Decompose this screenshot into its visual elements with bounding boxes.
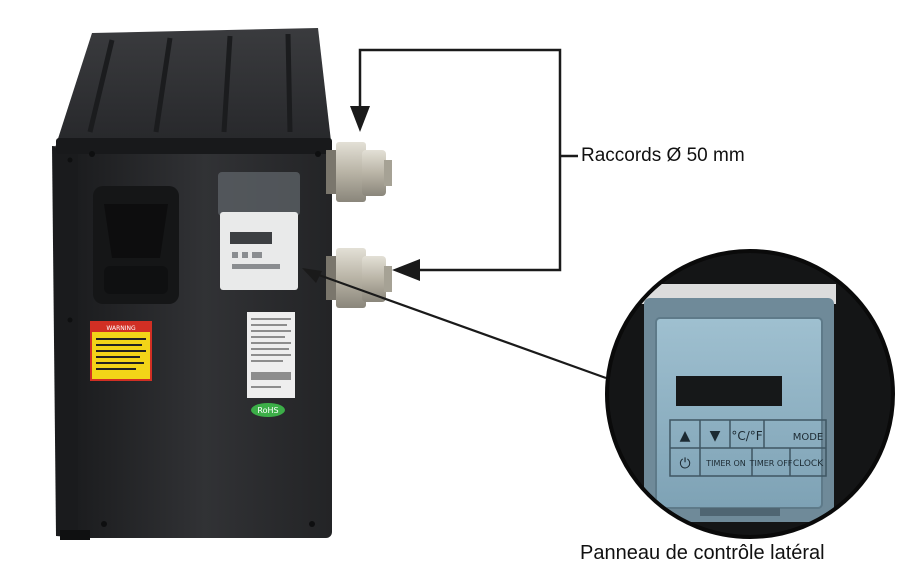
unit-foot-left bbox=[60, 530, 90, 540]
panel-display bbox=[676, 376, 782, 406]
key-power[interactable]: ⏻ bbox=[679, 456, 690, 472]
panel-hinge bbox=[700, 508, 780, 516]
warning-sticker: WARNING bbox=[90, 321, 152, 381]
key-mode[interactable]: MODE bbox=[793, 432, 824, 443]
connector-bracket bbox=[358, 48, 578, 272]
unit-top-lid bbox=[55, 28, 332, 150]
warning-title: WARNING bbox=[106, 325, 136, 332]
heat-pump-unit: WARNING bbox=[52, 28, 332, 540]
unit-left-side bbox=[52, 146, 82, 538]
zoom-circle-border bbox=[605, 249, 895, 539]
key-timer-off[interactable]: TIMER OFF bbox=[749, 459, 793, 468]
key-timer-on[interactable]: TIMER ON bbox=[705, 459, 746, 468]
handle-base bbox=[104, 266, 168, 294]
control-panel-zoom: ▲ ▼ °C/°F MODE ⏻ TIMER ON TIMER OFF CLOC… bbox=[605, 249, 895, 539]
rohs-badge: RoHS bbox=[251, 403, 285, 417]
pipe-fitting-bottom bbox=[326, 248, 392, 308]
key-down[interactable]: ▼ bbox=[710, 428, 721, 444]
lid-grooves bbox=[87, 33, 293, 133]
rating-label bbox=[247, 312, 295, 398]
zoom-leader-line bbox=[304, 268, 607, 380]
panel-face bbox=[655, 317, 823, 509]
svg-text:RoHS: RoHS bbox=[257, 406, 278, 415]
arrow-head-down bbox=[350, 106, 370, 132]
handle-grip bbox=[104, 204, 168, 258]
key-up[interactable]: ▲ bbox=[680, 428, 691, 444]
unit-control-box bbox=[218, 172, 300, 290]
key-unit[interactable]: °C/°F bbox=[731, 429, 762, 443]
screws bbox=[67, 151, 321, 527]
key-clock[interactable]: CLOCK bbox=[793, 459, 824, 469]
arrow-head-left bbox=[392, 259, 420, 281]
zoom-leader-arrow bbox=[302, 268, 322, 283]
connectors-label: Raccords Ø 50 mm bbox=[581, 145, 745, 166]
panel-key-grid bbox=[669, 419, 827, 477]
connector-line bbox=[358, 48, 562, 272]
control-panel-caption: Panneau de contrôle latéral bbox=[580, 542, 825, 564]
lid-rim bbox=[56, 138, 332, 154]
pipe-fitting-top bbox=[326, 142, 392, 202]
